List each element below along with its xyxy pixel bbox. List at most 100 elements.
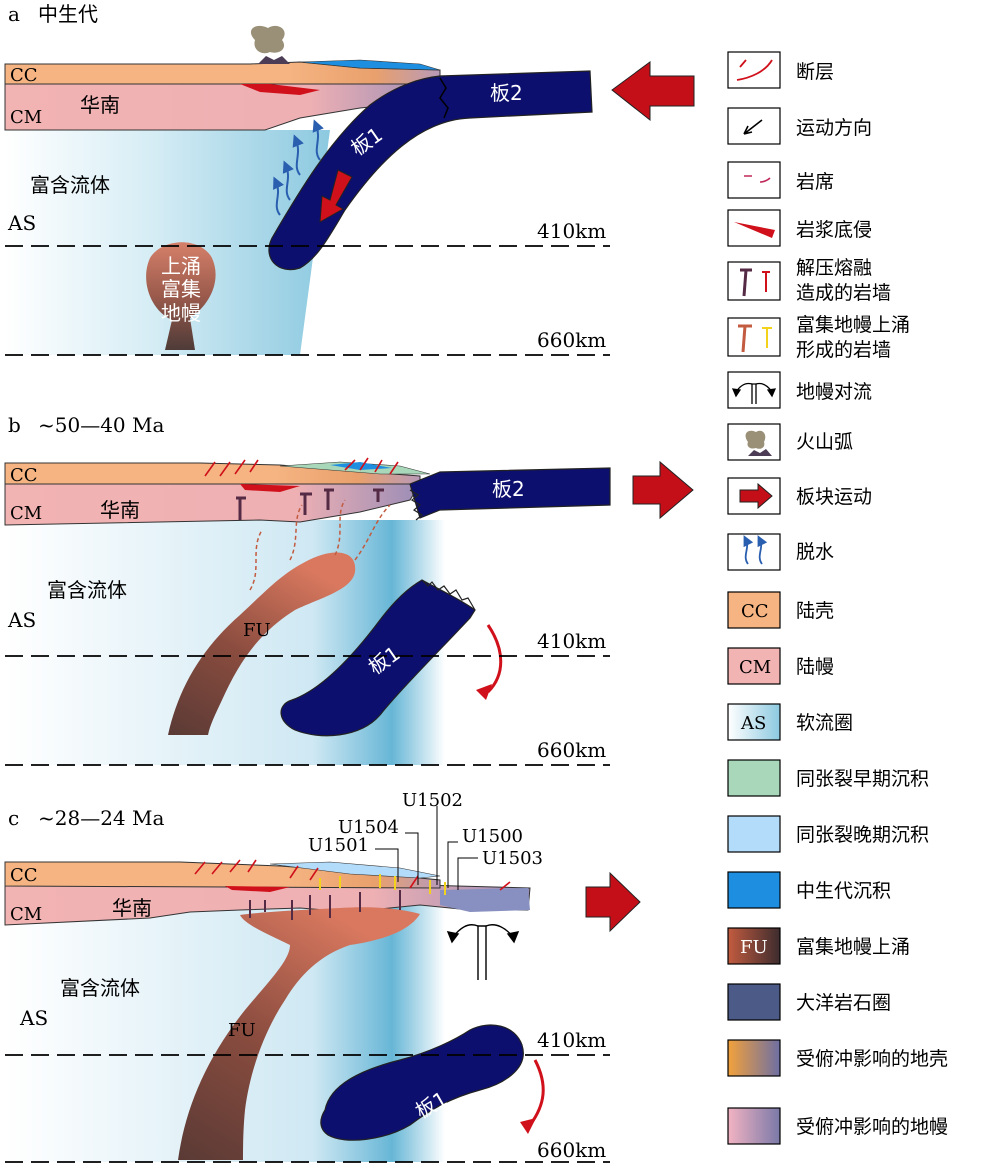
volcanic-arc-a xyxy=(250,25,290,64)
legend-item-subduction-crust: 受俯冲影响的地壳 xyxy=(727,1039,948,1077)
legend-label-plate-motion: 板块运动 xyxy=(796,486,872,508)
swatch-cm xyxy=(727,647,781,685)
asthenosphere-label-b: AS xyxy=(7,608,36,632)
slab-arrow-a xyxy=(319,169,353,223)
plate-motion-arrow-b xyxy=(632,460,694,520)
swatch-subduction-mantle xyxy=(727,1107,781,1145)
legend-label-cc: 陆壳 xyxy=(796,600,834,622)
mesozoic-sediment-a xyxy=(299,59,441,71)
legend-label-subduction-mantle: 受俯冲影响的地幔 xyxy=(796,1116,948,1138)
legend-label-dike-decompression-1: 解压熔融 xyxy=(796,257,872,279)
legend-label-volcanic-arc: 火山弧 xyxy=(796,431,853,453)
faults-b xyxy=(204,457,399,477)
swatch-fu-text: FU xyxy=(740,937,768,958)
panel-b: b ~50—40 Ma CC CM 华南 富含流体 AS FU 板1 板2 41… xyxy=(4,413,694,766)
dikes-c xyxy=(249,890,401,920)
fluid-label-c: 富含流体 xyxy=(60,976,140,1000)
swatch-late-rift xyxy=(727,815,781,853)
legend-label-motion: 运动方向 xyxy=(796,117,872,139)
legend-label-dike-upwelling-2: 形成的岩墙 xyxy=(796,339,891,361)
legend-item-dehydration: 脱水 xyxy=(727,533,834,571)
slab-teeth-b xyxy=(409,489,424,521)
fu-label-b: FU xyxy=(243,620,271,641)
swatch-cc-text: CC xyxy=(741,601,769,622)
legend-item-sill: 岩席 xyxy=(727,161,834,199)
fu-label-c: FU xyxy=(228,1020,256,1041)
depth-660-label-b: 660km xyxy=(537,738,606,762)
faults-c xyxy=(194,859,511,891)
legend-label-dehydration: 脱水 xyxy=(796,541,834,563)
region-label-c: 华南 xyxy=(112,896,152,920)
legend-label-oceanic: 大洋岩石圈 xyxy=(796,992,891,1014)
upwelling-label-1-a: 上涌 xyxy=(161,254,201,278)
subduction-arrowhead-c xyxy=(520,1118,536,1134)
legend-item-convection: 地幔对流 xyxy=(727,371,872,409)
panel-tag-c: c xyxy=(8,806,19,830)
subduction-arrow-c xyxy=(528,1059,545,1126)
legend: 断层 运动方向 岩席 岩浆底侵 解压熔融 造成的岩墙 xyxy=(727,51,948,1145)
swatch-as-text: AS xyxy=(740,713,766,734)
mantle-label-c: CM xyxy=(10,904,42,925)
yellow-dikes-c xyxy=(319,874,446,895)
dikes-b xyxy=(236,488,384,520)
dehydration-icon xyxy=(743,535,768,565)
legend-item-cm: CM 陆幔 xyxy=(727,647,834,685)
swatch-cc xyxy=(727,591,781,629)
oceanic-c xyxy=(440,888,530,912)
mantle-convection-icon xyxy=(731,382,777,404)
upwelling-label-3-a: 地幔 xyxy=(161,301,201,325)
plate-motion-icon xyxy=(739,482,773,510)
legend-label-fault: 断层 xyxy=(796,61,834,83)
panel-c: c ~28—24 Ma CC CM 华南 富含流体 AS FU 板1 U1502… xyxy=(4,790,641,1163)
dehydration-arrows-a xyxy=(273,119,324,216)
upwelling-dike-icon xyxy=(738,324,772,353)
slab-plate2-b xyxy=(409,467,611,519)
legend-label-cm: 陆幔 xyxy=(796,656,834,678)
plate-motion-arrow-c xyxy=(585,871,641,933)
depth-410-label-c: 410km xyxy=(537,1028,606,1052)
magma-underplating-icon xyxy=(734,222,775,238)
asthenosphere-label-a: AS xyxy=(7,211,36,235)
panel-time-b: ~50—40 Ma xyxy=(38,413,164,437)
swatch-mesozoic xyxy=(727,871,781,909)
asthenosphere-label-c: AS xyxy=(19,1006,48,1030)
site-label-u1504: U1504 xyxy=(338,817,399,838)
legend-label-late-rift: 同张裂晚期沉积 xyxy=(796,824,929,846)
panel-tag-b: b xyxy=(8,413,21,437)
site-label-u1501: U1501 xyxy=(308,835,369,856)
slab-break-a xyxy=(439,77,449,119)
depth-410-label-b: 410km xyxy=(537,629,606,653)
fluid-label-b: 富含流体 xyxy=(47,578,127,602)
swatch-fu xyxy=(727,927,781,965)
upwelling-label-2-a: 富集 xyxy=(161,277,201,301)
legend-item-late-rift: 同张裂晚期沉积 xyxy=(727,815,929,853)
slab-plate-a xyxy=(268,70,593,271)
fu-plume-c xyxy=(178,907,420,1160)
legend-label-convection: 地幔对流 xyxy=(796,381,872,403)
plate-motion-arrow-a xyxy=(611,61,695,122)
subduction-arrowhead-b xyxy=(476,684,492,700)
legend-label-subduction-crust: 受俯冲影响的地壳 xyxy=(796,1048,948,1070)
underplating-a xyxy=(240,84,320,95)
legend-label-dike-upwelling-1: 富集地幔上涌 xyxy=(796,314,910,336)
site-label-u1502: U1502 xyxy=(402,790,463,811)
mantle-layer-b xyxy=(4,483,421,526)
underplating-c xyxy=(225,886,290,892)
legend-item-dike-decompression: 解压熔融 造成的岩墙 xyxy=(727,257,891,304)
legend-item-plate-motion: 板块运动 xyxy=(727,477,872,515)
legend-label-fu: 富集地幔上涌 xyxy=(796,936,910,958)
depth-660-label-c: 660km xyxy=(537,1138,606,1162)
region-label-b: 华南 xyxy=(100,498,140,522)
asthenosphere-a xyxy=(5,130,330,355)
mantle-convection-c xyxy=(446,924,520,980)
legend-item-cc: CC 陆壳 xyxy=(727,591,834,629)
fu-plume-b xyxy=(168,552,356,735)
legend-item-oceanic: 大洋岩石圈 xyxy=(727,983,891,1021)
drill-sites-c xyxy=(375,806,478,890)
legend-label-early-rift: 同张裂早期沉积 xyxy=(796,768,929,790)
mantle-label-a: CM xyxy=(10,107,42,128)
swatch-cm-text: CM xyxy=(739,657,771,678)
slab-plate1-c xyxy=(320,1024,524,1141)
swatch-as xyxy=(727,703,781,741)
legend-label-underplating: 岩浆底侵 xyxy=(796,219,872,241)
